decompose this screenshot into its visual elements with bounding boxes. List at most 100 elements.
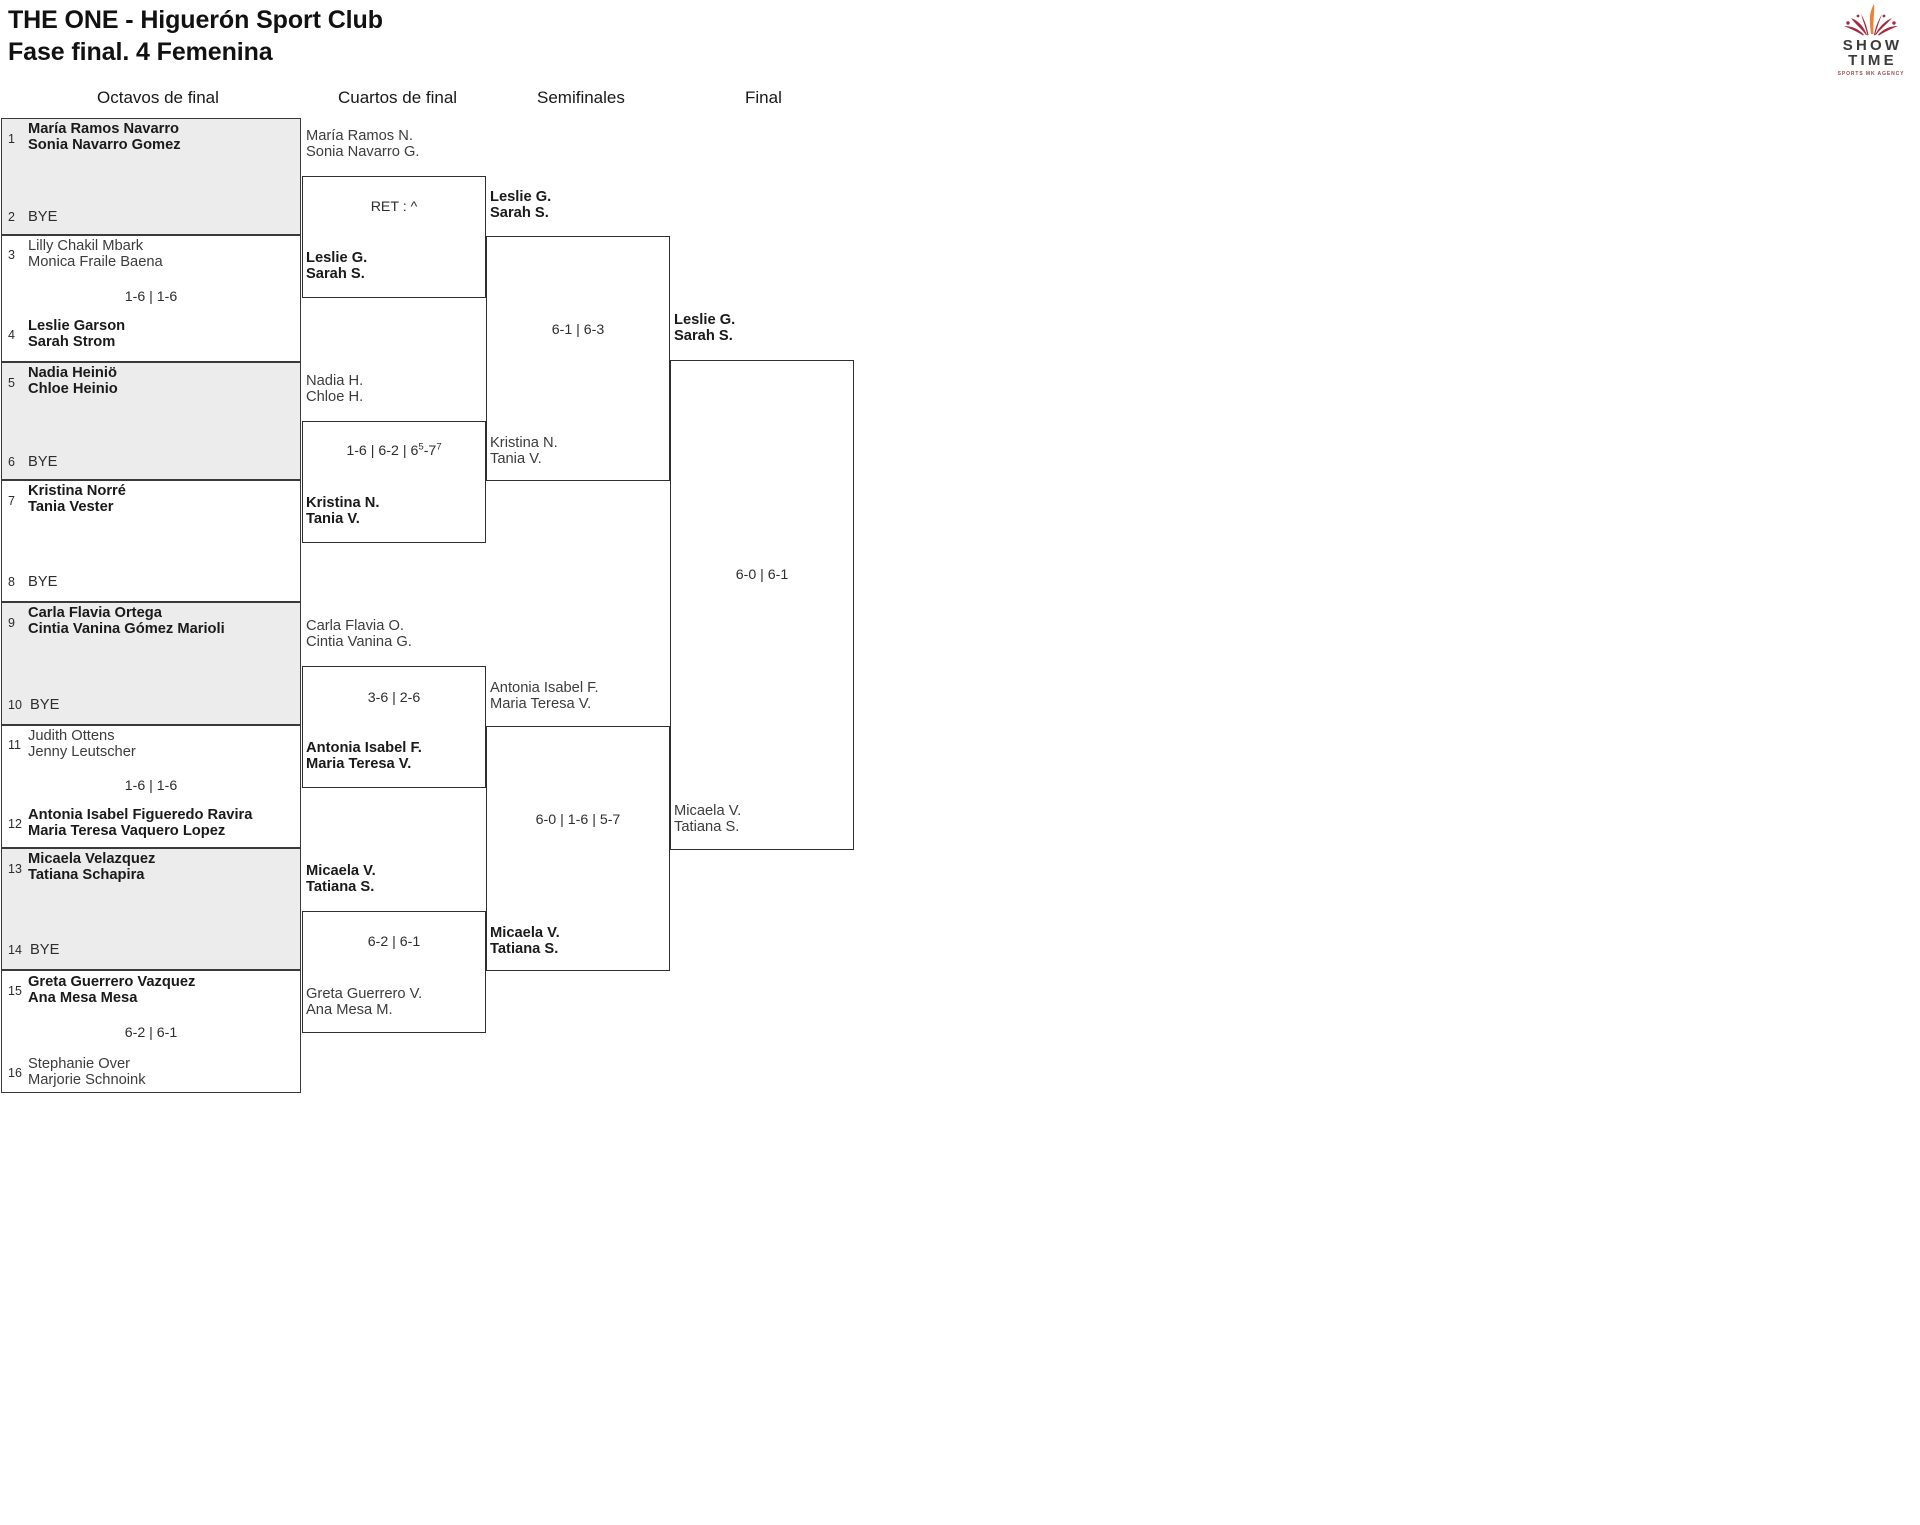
r3-match-1-top: Leslie G. Sarah S. (490, 189, 551, 222)
player-line-2: Maria Teresa V. (490, 696, 592, 713)
r2-match-3-top: Carla Flavia O. Cintia Vanina G. (306, 618, 412, 651)
seed-number: 7 (8, 494, 15, 508)
seed-number: 10 (8, 698, 22, 712)
seed-number: 6 (8, 455, 15, 469)
r1-match-6[interactable]: 11 Judith Ottens Jenny Leutscher 1-6 | 1… (1, 725, 301, 848)
round-heading-cuartos: Cuartos de final (338, 88, 458, 107)
seed-number: 14 (8, 943, 22, 957)
bye-label: BYE (30, 697, 60, 713)
player-line-1: Antonia Isabel F. (490, 680, 599, 696)
player-line-1: Micaela V. (674, 803, 742, 819)
r4-match-1-box[interactable] (670, 360, 854, 850)
player-line-2: Sarah S. (490, 205, 549, 222)
player-line-2: Sarah S. (674, 328, 733, 345)
r3-match-1-score: 6-1 | 6-3 (551, 322, 605, 338)
page-title: THE ONE - Higuerón Sport Club Fase final… (8, 4, 383, 68)
r2-match-1-bottom: Leslie G. Sarah S. (306, 250, 367, 283)
player-line-2: Tatiana Schapira (28, 867, 145, 884)
seed-number: 13 (8, 862, 22, 876)
r2-match-4-bottom: Greta Guerrero V. Ana Mesa M. (306, 986, 422, 1019)
r2-match-4-score: 6-2 | 6-1 (367, 934, 421, 950)
match-score: 1-6 | 1-6 (124, 289, 178, 305)
r2-match-3-score: 3-6 | 2-6 (367, 690, 421, 706)
logo-word-show: SHOW (1842, 37, 1903, 54)
tournament-name: THE ONE - Higuerón Sport Club (8, 6, 383, 34)
seed-number: 2 (8, 210, 15, 224)
player-names: María Ramos Navarro Sonia Navarro Gomez (28, 121, 181, 154)
r2-match-3-box[interactable] (302, 666, 486, 788)
player-names: Lilly Chakil Mbark Monica Fraile Baena (28, 238, 163, 271)
player-line-2: Sarah Strom (28, 334, 116, 351)
r3-match-1-box[interactable] (486, 236, 670, 481)
player-line-1: Micaela V. (490, 925, 560, 941)
player-line-1: Antonia Isabel F. (306, 740, 422, 756)
player-names: Judith Ottens Jenny Leutscher (28, 728, 136, 761)
bye-label: BYE (30, 942, 60, 958)
r3-match-2-score: 6-0 | 1-6 | 5-7 (535, 812, 621, 828)
seed-number: 15 (8, 984, 22, 998)
bye-label: BYE (28, 209, 58, 225)
r2-match-2-box[interactable] (302, 421, 486, 543)
player-names: Leslie Garson Sarah Strom (28, 318, 125, 351)
r2-match-2-bottom: Kristina N. Tania V. (306, 495, 379, 528)
player-line-2: Ana Mesa Mesa (28, 990, 138, 1007)
r2-match-1-box[interactable] (302, 176, 486, 298)
player-line-1: Antonia Isabel Figueredo Ravira (28, 807, 253, 823)
seed-number: 8 (8, 575, 15, 589)
player-line-2: Tatiana S. (490, 941, 559, 958)
r1-match-7[interactable]: 13 Micaela Velazquez Tatiana Schapira 14… (1, 848, 301, 970)
seed-number: 5 (8, 376, 15, 390)
seed-number: 12 (8, 817, 22, 831)
seed-number: 1 (8, 132, 15, 146)
player-names: Kristina Norré Tania Vester (28, 483, 126, 516)
seed-number: 4 (8, 328, 15, 342)
player-line-1: Carla Flavia Ortega (28, 605, 162, 621)
player-names: Greta Guerrero Vazquez Ana Mesa Mesa (28, 974, 195, 1007)
round-heading-final: Final (745, 88, 782, 107)
player-line-1: María Ramos Navarro (28, 121, 180, 137)
player-names: Carla Flavia Ortega Cintia Vanina Gómez … (28, 605, 225, 638)
r3-match-1-bottom: Kristina N. Tania V. (490, 435, 558, 468)
seed-number: 3 (8, 248, 15, 262)
r2-match-2-top: Nadia H. Chloe H. (306, 373, 363, 406)
player-line-1: Nadia H. (306, 373, 364, 389)
player-line-2: Tatiana S. (674, 819, 740, 836)
r1-match-4[interactable]: 7 Kristina Norré Tania Vester 8 BYE (1, 480, 301, 602)
tiebreak-sup-1: 5 (418, 441, 424, 453)
player-names: Antonia Isabel Figueredo Ravira Maria Te… (28, 807, 252, 840)
bye-label: BYE (28, 454, 58, 470)
player-line-1: Micaela V. (306, 863, 376, 879)
r3-match-2-top: Antonia Isabel F. Maria Teresa V. (490, 680, 599, 713)
player-line-2: Sonia Navarro Gomez (28, 137, 181, 154)
player-line-2: Tania V. (490, 451, 542, 468)
player-names: Micaela Velazquez Tatiana Schapira (28, 851, 155, 884)
r1-match-1[interactable]: 1 María Ramos Navarro Sonia Navarro Gome… (1, 118, 301, 235)
player-line-1: Leslie G. (306, 250, 368, 266)
r2-match-3-bottom: Antonia Isabel F. Maria Teresa V. (306, 740, 422, 773)
player-line-2: Monica Fraile Baena (28, 254, 163, 271)
r1-match-8[interactable]: 15 Greta Guerrero Vazquez Ana Mesa Mesa … (1, 970, 301, 1093)
player-line-1: Nadia Heiniö (28, 365, 117, 381)
bye-label: BYE (28, 574, 58, 590)
player-names: Stephanie Over Marjorie Schnoink (28, 1056, 146, 1089)
player-line-2: Chloe Heinio (28, 381, 118, 398)
r2-match-4-box[interactable] (302, 911, 486, 1033)
tiebreak-sup-2: 7 (436, 441, 442, 453)
player-line-1: Judith Ottens (28, 728, 115, 744)
r1-match-3[interactable]: 5 Nadia Heiniö Chloe Heinio 6 BYE (1, 362, 301, 480)
player-line-1: Leslie Garson (28, 318, 126, 334)
player-line-2: Ana Mesa M. (306, 1002, 393, 1019)
r1-match-2[interactable]: 3 Lilly Chakil Mbark Monica Fraile Baena… (1, 235, 301, 362)
player-line-1: María Ramos N. (306, 128, 413, 144)
player-line-2: Chloe H. (306, 389, 364, 406)
player-line-1: Leslie G. (674, 312, 736, 328)
player-line-2: Sonia Navarro G. (306, 144, 420, 161)
player-line-1: Stephanie Over (28, 1056, 131, 1072)
player-line-1: Kristina N. (490, 435, 558, 451)
r1-match-5[interactable]: 9 Carla Flavia Ortega Cintia Vanina Góme… (1, 602, 301, 725)
match-score: 6-2 | 6-1 (124, 1025, 178, 1041)
player-line-1: Leslie G. (490, 189, 552, 205)
r2-match-2-score: 1-6 | 6-2 | 65-77 (346, 441, 442, 459)
r3-match-2-box[interactable] (486, 726, 670, 971)
